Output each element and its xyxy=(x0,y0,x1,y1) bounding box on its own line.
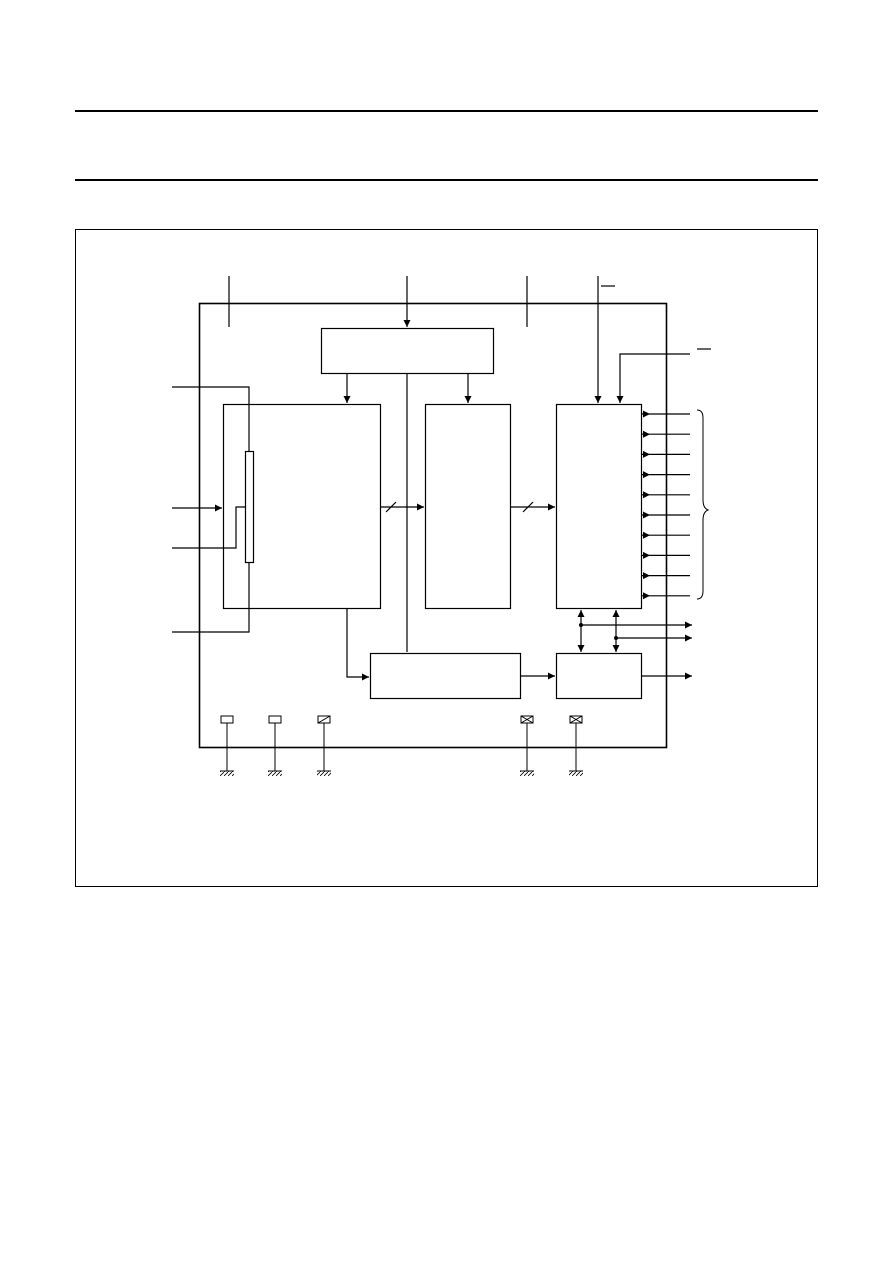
control-input-line xyxy=(616,353,690,403)
left-input-3 xyxy=(172,506,245,549)
bottom-pin-box-1 xyxy=(220,715,234,724)
bottom-center-block xyxy=(369,652,522,700)
junction-dot-1 xyxy=(579,623,583,627)
middle-block xyxy=(424,403,512,610)
output-pin-arrow-2 xyxy=(643,430,650,438)
output-pin-arrow-4 xyxy=(643,471,650,479)
ground-hatch-2 xyxy=(268,771,282,776)
ground-hatch-5 xyxy=(569,771,583,776)
left-input-1 xyxy=(172,386,250,451)
output-pin-arrow-5 xyxy=(643,491,650,499)
bottom-pin-mark-b-5 xyxy=(569,715,583,724)
left-input-4 xyxy=(172,563,250,633)
output-pin-arrow-3 xyxy=(643,450,650,458)
output-pin-arrow-6 xyxy=(643,511,650,519)
ground-hatch-4 xyxy=(520,771,534,776)
inner-slot xyxy=(244,450,255,564)
output-brace xyxy=(696,409,710,600)
ground-pins xyxy=(220,715,583,776)
output-pin-arrow-1 xyxy=(643,410,650,418)
bottom-pin-box-2 xyxy=(268,715,282,724)
header-rule-top xyxy=(75,110,818,112)
ground-hatch-3 xyxy=(317,771,331,776)
bottom-right-block xyxy=(555,652,643,700)
left-to-bottom-arrow xyxy=(346,609,369,681)
top-block xyxy=(320,327,495,375)
bus-slash-1 xyxy=(385,501,397,513)
output-pin-arrow-8 xyxy=(643,551,650,559)
header-rule-bottom xyxy=(75,179,818,181)
figure-frame xyxy=(75,229,818,887)
bottom-pin-mark-a-3 xyxy=(317,715,331,724)
output-pin-arrow-10 xyxy=(643,592,650,600)
ground-hatch-1 xyxy=(220,771,234,776)
output-pin-arrow-9 xyxy=(643,572,650,580)
output-pins xyxy=(642,410,690,600)
left-block xyxy=(222,403,382,610)
right-block xyxy=(555,403,643,610)
bottom-pin-mark-b-4 xyxy=(520,715,534,724)
chip-outline xyxy=(198,302,668,749)
bus-slash-2 xyxy=(522,501,534,513)
output-pin-arrow-7 xyxy=(643,531,650,539)
junction-dot-2 xyxy=(614,636,618,640)
